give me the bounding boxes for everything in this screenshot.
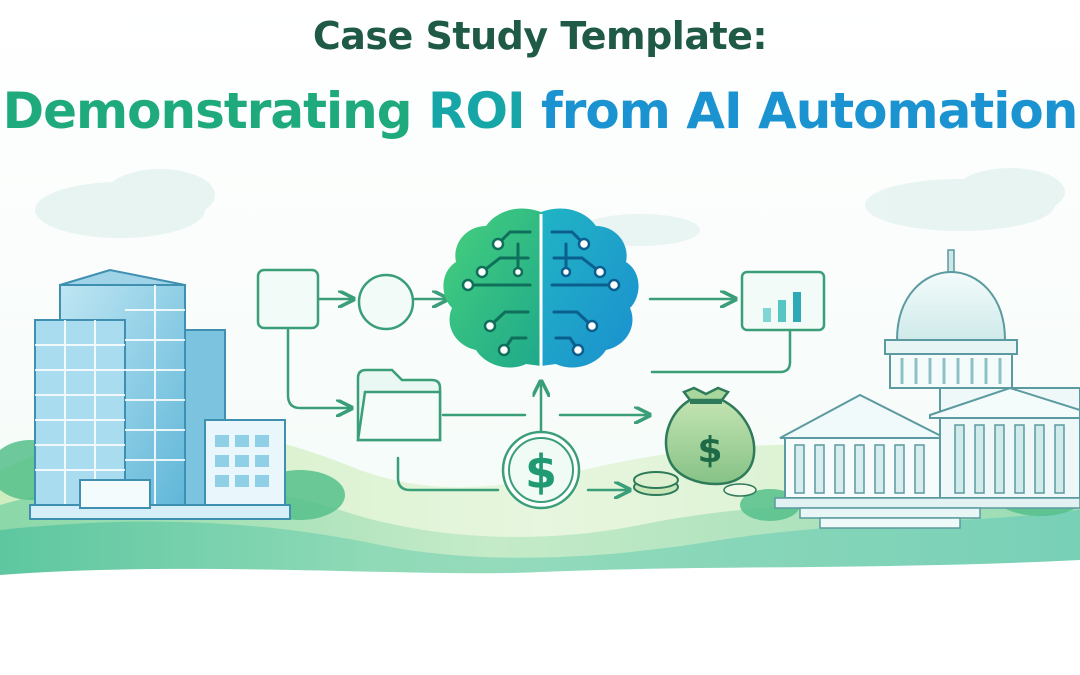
money-bag-symbol: $ [697,430,722,471]
process-circle-icon [357,273,415,331]
subtitle-part-ai-automation: from AI Automation [541,82,1078,140]
bar-chart-icon [740,270,826,332]
subtitle-part-demonstrating: Demonstrating [2,82,428,140]
government-capitol-icon [774,249,1080,529]
page-subtitle: Demonstrating ROI from AI Automation [0,82,1080,140]
dollar-coin-icon: $ [501,430,581,510]
money-bag-icon: $ [633,386,757,497]
office-building-icon [29,268,291,520]
flow-connectors [286,299,792,490]
subtitle-part-roi: ROI [427,82,542,140]
folder-icon [356,368,442,442]
clouds [35,168,1065,246]
ai-brain-icon [443,208,639,368]
process-box-icon [256,268,320,330]
coin-symbol: $ [525,445,557,499]
page-title: Case Study Template: [312,14,768,58]
